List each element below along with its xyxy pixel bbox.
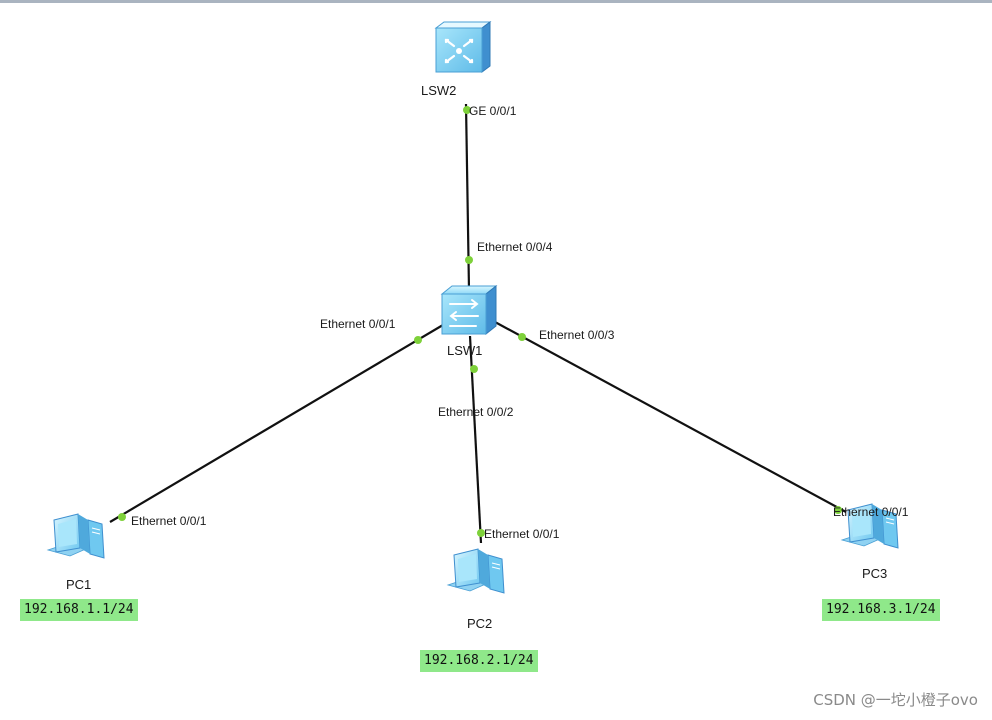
pc1-label: PC1 (66, 577, 91, 592)
port-dot-pc3-e001[interactable] (834, 506, 842, 514)
port-dot-lsw1-e004[interactable] (465, 256, 473, 264)
port-dot-lsw1-e002[interactable] (470, 365, 478, 373)
port-label-lsw1-e003: Ethernet 0/0/3 (539, 328, 615, 342)
lsw1-switch-icon[interactable] (440, 284, 498, 336)
port-label-lsw1-e001: Ethernet 0/0/1 (320, 317, 396, 331)
port-dot-lsw2-ge001[interactable] (463, 106, 471, 114)
pc3-label: PC3 (862, 566, 887, 581)
pc1-computer-icon[interactable] (46, 513, 105, 559)
pc2-ip-label[interactable]: 192.168.2.1/24 (420, 650, 538, 672)
lsw1-label: LSW1 (447, 343, 482, 358)
port-label-lsw1-e004: Ethernet 0/0/4 (477, 240, 553, 254)
port-dot-pc1-e001[interactable] (118, 513, 126, 521)
port-dot-pc2-e001[interactable] (477, 529, 485, 537)
port-label-pc3-e001: Ethernet 0/0/1 (833, 505, 909, 519)
pc3-computer-icon[interactable] (840, 503, 899, 549)
pc1-ip-label[interactable]: 192.168.1.1/24 (20, 599, 138, 621)
port-dots (118, 106, 842, 537)
pc2-label: PC2 (467, 616, 492, 631)
pc3-ip-label[interactable]: 192.168.3.1/24 (822, 599, 940, 621)
port-dot-lsw1-e001[interactable] (414, 336, 422, 344)
port-label-pc1-e001: Ethernet 0/0/1 (131, 514, 207, 528)
port-dot-lsw1-e003[interactable] (518, 333, 526, 341)
window-top-border (0, 0, 992, 3)
lsw2-label: LSW2 (421, 83, 456, 98)
link-lsw1-pc1[interactable] (109, 321, 449, 523)
pc2-computer-icon[interactable] (446, 548, 505, 594)
watermark: CSDN @一坨小橙子ovo (813, 691, 978, 709)
port-labels: GE 0/0/1 Ethernet 0/0/4 Ethernet 0/0/1 E… (131, 104, 909, 541)
port-label-lsw2-ge001: GE 0/0/1 (469, 104, 517, 118)
port-label-pc2-e001: Ethernet 0/0/1 (484, 527, 560, 541)
lsw2-switch-icon[interactable] (434, 21, 492, 73)
link-lsw1-pc3[interactable] (494, 321, 847, 513)
port-label-lsw1-e002: Ethernet 0/0/2 (438, 405, 514, 419)
